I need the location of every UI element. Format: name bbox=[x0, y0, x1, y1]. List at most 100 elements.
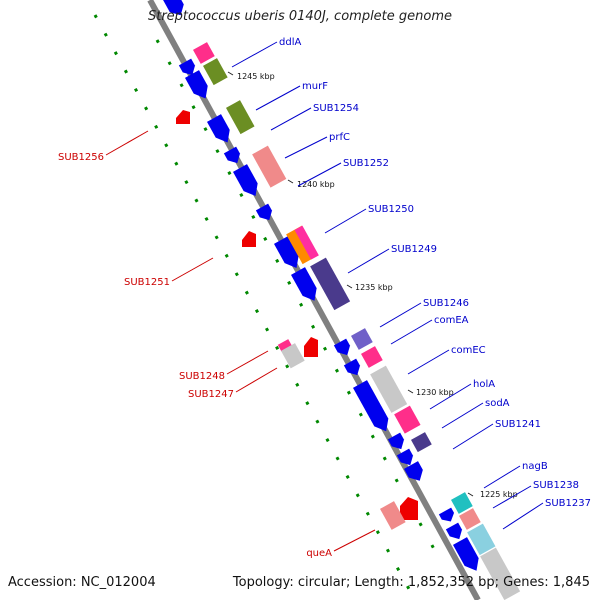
tick-1240 bbox=[287, 179, 294, 184]
category-box-SUB1254 bbox=[226, 100, 255, 135]
cds-feature-SUB1238 bbox=[445, 522, 463, 540]
category-track bbox=[193, 42, 521, 600]
cds-feature-comEC bbox=[353, 380, 389, 432]
category-box-comEA bbox=[361, 346, 383, 368]
gene-label-comEC[interactable]: comEC bbox=[451, 345, 486, 356]
cds-feature-sodA bbox=[396, 448, 414, 466]
gc-dots-inner bbox=[93, 14, 417, 600]
leader-nagB bbox=[483, 465, 521, 489]
cds-feature-SUB1246 bbox=[333, 338, 351, 356]
tick-label-1245: 1245 kbp bbox=[237, 72, 275, 81]
gene-label-SUB1252[interactable]: SUB1252 bbox=[343, 158, 389, 169]
cds-feature-holA bbox=[387, 432, 405, 450]
category-box-nagB bbox=[451, 492, 473, 514]
gene-label-SUB1248[interactable]: SUB1248 bbox=[179, 371, 225, 382]
cds-feature-ddlA bbox=[178, 58, 196, 76]
gene-label-SUB1241[interactable]: SUB1241 bbox=[495, 419, 541, 430]
gene-label-SUB1238[interactable]: SUB1238 bbox=[533, 480, 579, 491]
map-title: Streptococcus uberis 0140J, complete gen… bbox=[147, 9, 453, 24]
gene-label-SUB1250[interactable]: SUB1250 bbox=[368, 204, 414, 215]
leader-SUB1237 bbox=[502, 502, 544, 530]
gene-label-SUB1237[interactable]: SUB1237 bbox=[545, 498, 591, 509]
category-box-queA bbox=[380, 501, 406, 530]
leader-ddlA bbox=[231, 41, 278, 68]
cds-track bbox=[163, 0, 479, 571]
cds-feature-SUB1249 bbox=[291, 267, 317, 301]
cds-feature-prfC bbox=[233, 164, 258, 196]
leader-SUB1256 bbox=[105, 130, 149, 156]
gene-label-holA[interactable]: holA bbox=[473, 379, 495, 390]
tick-1245 bbox=[227, 71, 234, 76]
topology-text: Topology: circular; Length: 1,852,352 bp… bbox=[232, 575, 590, 590]
leader-SUB1247 bbox=[235, 367, 278, 393]
leader-SUB1238 bbox=[492, 485, 532, 509]
leader-SUB1246 bbox=[379, 302, 422, 328]
gene-label-SUB1249[interactable]: SUB1249 bbox=[391, 244, 437, 255]
category-box-SUB1237b bbox=[480, 547, 521, 600]
tick-label-1235: 1235 kbp bbox=[355, 283, 393, 292]
cds-feature-comEA bbox=[343, 358, 361, 376]
leader-SUB1251 bbox=[171, 257, 214, 282]
leader-SUB1249 bbox=[347, 248, 390, 274]
tick-label-1230: 1230 kbp bbox=[416, 388, 454, 397]
category-box-murF bbox=[203, 58, 228, 86]
cds-feature-SUB1250 bbox=[274, 236, 299, 268]
leader-comEA bbox=[390, 319, 433, 345]
gene-label-SUB1256[interactable]: SUB1256 bbox=[58, 152, 104, 163]
gene-label-ddlA[interactable]: ddlA bbox=[279, 37, 301, 48]
reverse-leader-lines bbox=[105, 130, 376, 552]
gc-dots-outer bbox=[155, 39, 442, 561]
leader-SUB1252 bbox=[297, 162, 342, 187]
leader-murF bbox=[255, 85, 301, 111]
reverse-track bbox=[176, 110, 418, 530]
cds-feature-prfC-start bbox=[223, 146, 241, 164]
gene-label-comEA[interactable]: comEA bbox=[434, 315, 469, 326]
tick-1230 bbox=[407, 389, 414, 394]
gene-label-queA[interactable]: queA bbox=[306, 548, 332, 559]
gene-label-prfC[interactable]: prfC bbox=[329, 132, 350, 143]
category-box-SUB1246 bbox=[351, 328, 373, 350]
gene-label-SUB1254[interactable]: SUB1254 bbox=[313, 103, 359, 114]
reverse-labels: SUB1256 SUB1251 SUB1248 SUB1247 queA bbox=[58, 152, 332, 559]
category-box-comEC bbox=[370, 365, 408, 413]
leader-SUB1241 bbox=[452, 423, 494, 450]
cds-feature-SUB1252 bbox=[255, 203, 273, 221]
forward-leader-lines bbox=[231, 41, 544, 530]
gene-label-SUB1247[interactable]: SUB1247 bbox=[188, 389, 234, 400]
tick-1225 bbox=[467, 492, 474, 497]
cds-feature-SUB1254 bbox=[207, 114, 230, 143]
tick-1235 bbox=[346, 284, 353, 289]
gene-label-nagB[interactable]: nagB bbox=[522, 461, 548, 472]
leader-SUB1250 bbox=[324, 208, 367, 234]
cds-feature-murF bbox=[185, 70, 208, 99]
leader-queA bbox=[333, 529, 376, 552]
gene-label-SUB1251[interactable]: SUB1251 bbox=[124, 277, 170, 288]
gene-label-murF[interactable]: murF bbox=[302, 81, 328, 92]
gene-label-sodA[interactable]: sodA bbox=[485, 398, 510, 409]
cds-feature-top bbox=[163, 0, 184, 16]
category-box-SUB1247 bbox=[281, 343, 305, 369]
leader-comEC bbox=[407, 349, 450, 375]
category-box-ddlA bbox=[193, 42, 215, 64]
tick-label-1225: 1225 kbp bbox=[480, 490, 518, 499]
category-box-SUB1250b bbox=[294, 225, 319, 260]
cds-feature-SUB1241 bbox=[404, 461, 423, 481]
tick-label-1240: 1240 kbp bbox=[297, 180, 335, 189]
reverse-feature-SUB1251 bbox=[242, 231, 256, 247]
reverse-feature-SUB1248 bbox=[304, 337, 318, 357]
leader-holA bbox=[429, 383, 472, 410]
category-box-SUB1249 bbox=[310, 257, 351, 311]
accession-text: Accession: NC_012004 bbox=[8, 575, 156, 590]
reverse-feature-queA bbox=[400, 497, 418, 520]
forward-labels: ddlA murF SUB1254 prfC SUB1252 SUB1250 S… bbox=[279, 37, 591, 509]
category-box-sodA bbox=[411, 432, 432, 453]
gene-label-SUB1246[interactable]: SUB1246 bbox=[423, 298, 469, 309]
cds-feature-SUB1237 bbox=[453, 537, 479, 571]
leader-prfC bbox=[284, 136, 328, 159]
category-box-prfC bbox=[252, 145, 287, 188]
category-box-SUB1238 bbox=[459, 508, 481, 530]
reverse-feature-SUB1256 bbox=[176, 110, 190, 124]
tick-marks bbox=[227, 71, 474, 497]
